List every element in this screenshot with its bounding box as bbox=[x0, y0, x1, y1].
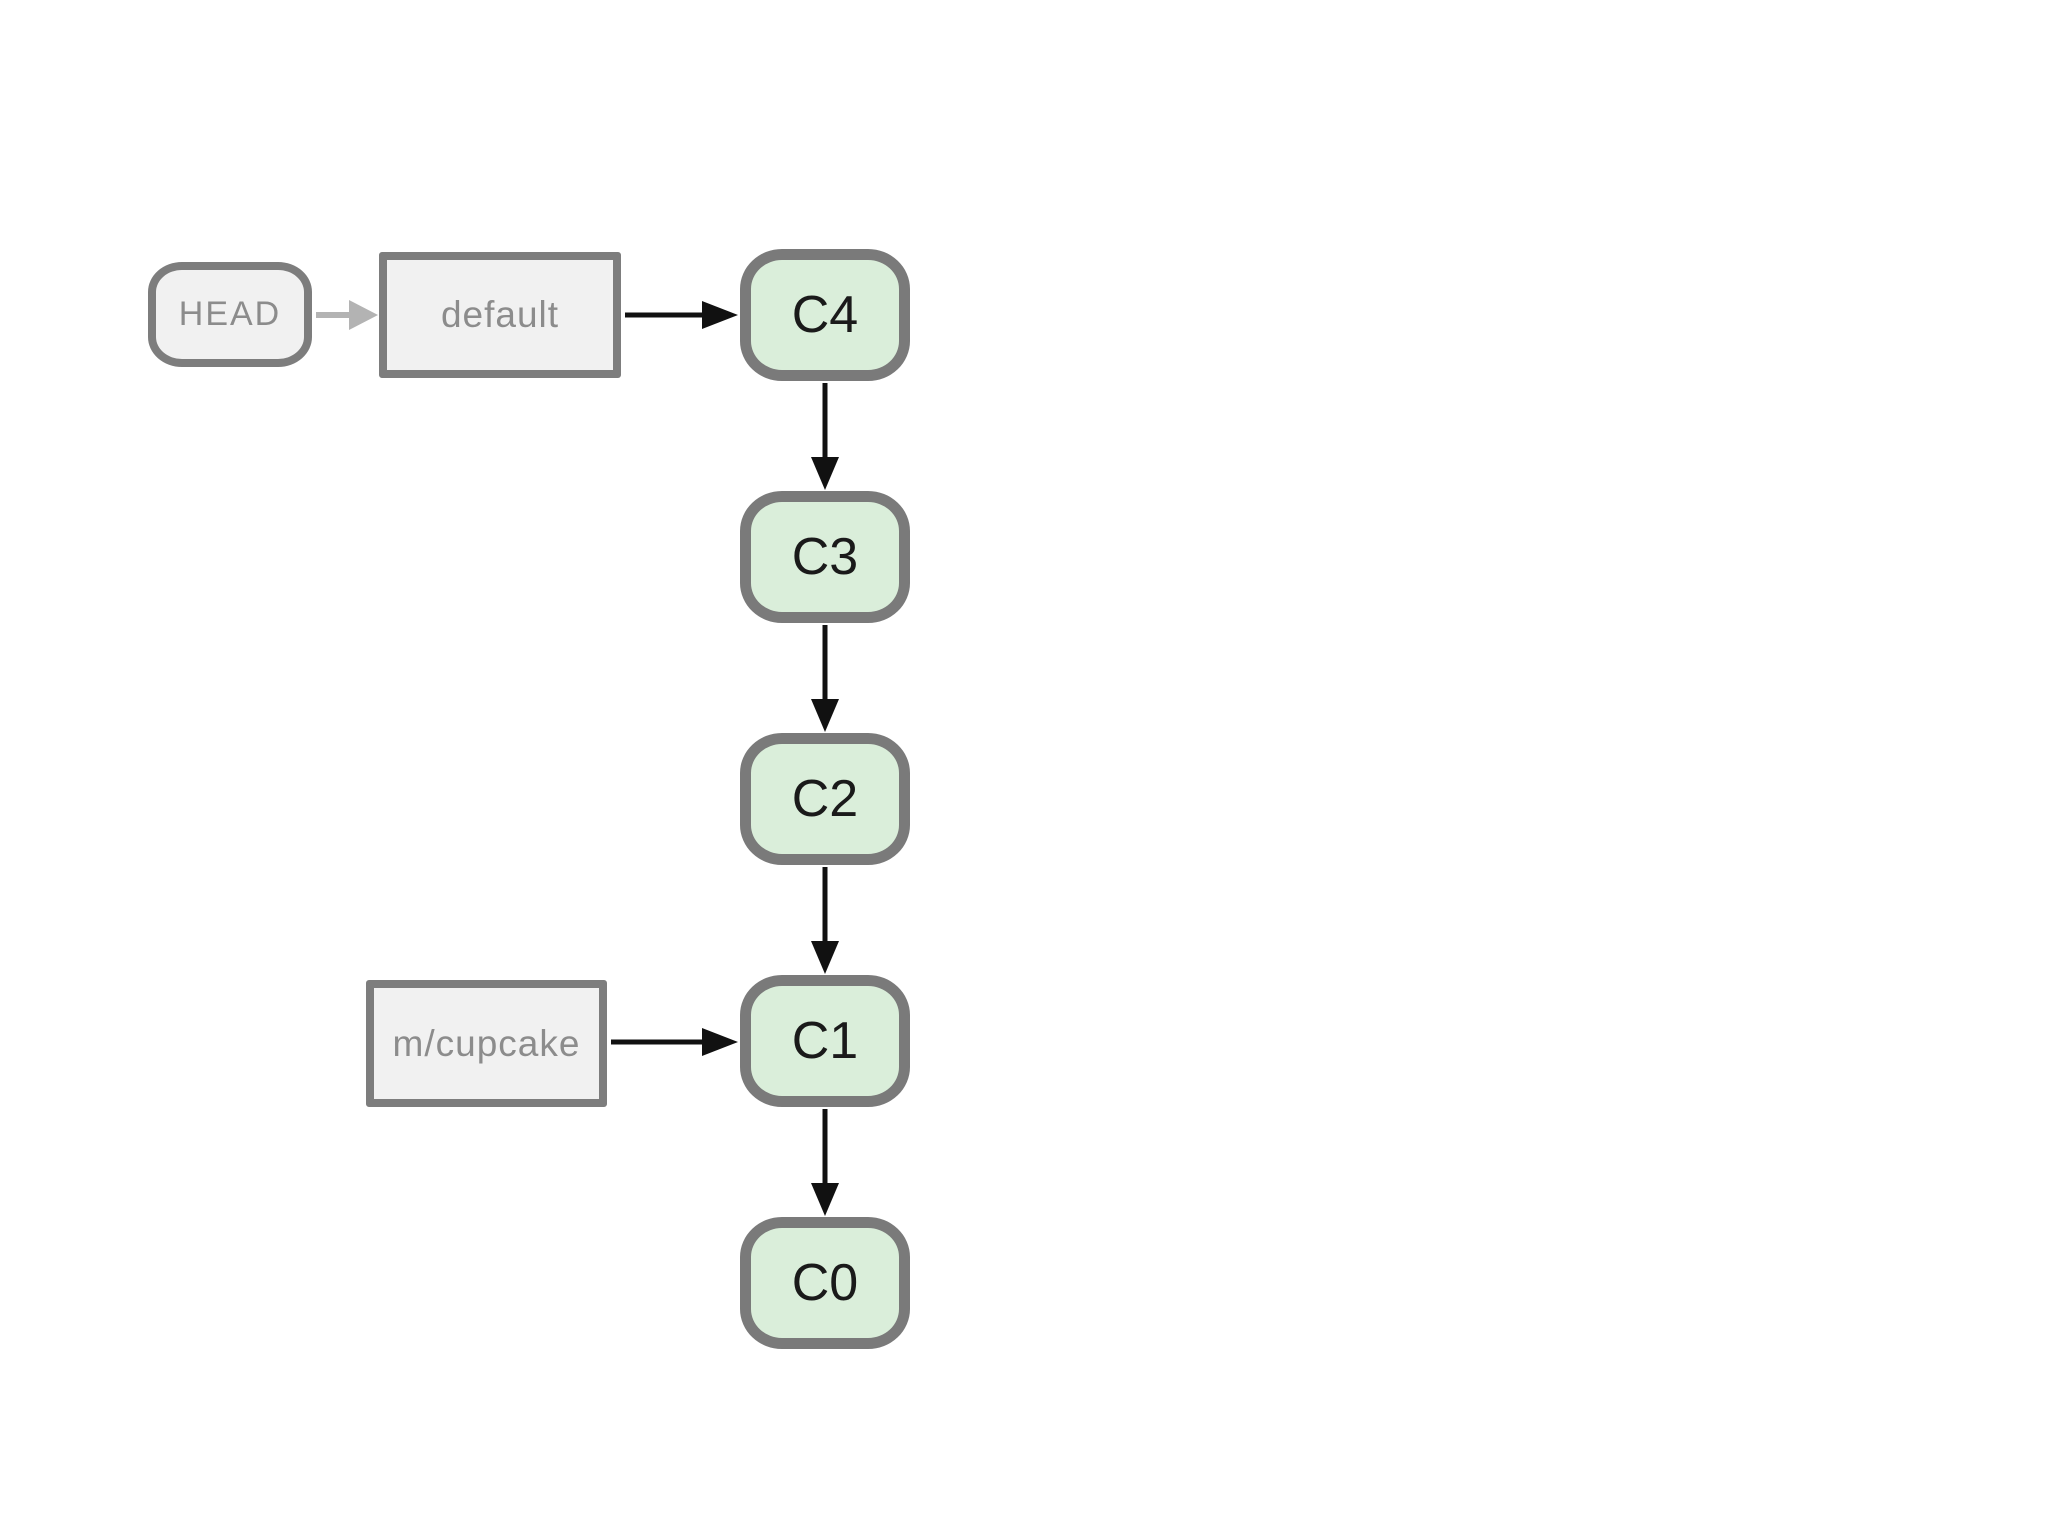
arrow-c1-to-c0 bbox=[811, 1109, 839, 1216]
branch-label: m/cupcake bbox=[392, 1022, 581, 1064]
arrow-cupcake-to-c1 bbox=[611, 1028, 738, 1056]
head-node: HEAD bbox=[148, 262, 312, 367]
branch-box-default: default bbox=[379, 252, 621, 378]
commit-label: C0 bbox=[791, 1254, 859, 1312]
commit-node-c0: C0 bbox=[740, 1217, 910, 1349]
arrow-c3-to-c2 bbox=[811, 625, 839, 732]
arrow-head-to-default bbox=[316, 300, 378, 330]
branch-box-m-cupcake: m/cupcake bbox=[366, 980, 607, 1107]
arrow-c4-to-c3 bbox=[811, 383, 839, 490]
commit-node-c3: C3 bbox=[740, 491, 910, 623]
arrow-c2-to-c1 bbox=[811, 867, 839, 974]
commit-label: C3 bbox=[791, 528, 859, 586]
commit-node-c4: C4 bbox=[740, 249, 910, 381]
head-label: HEAD bbox=[178, 295, 282, 333]
commit-label: C4 bbox=[791, 286, 859, 344]
commit-node-c1: C1 bbox=[740, 975, 910, 1107]
arrow-default-to-c4 bbox=[625, 301, 738, 329]
commit-label: C1 bbox=[791, 1012, 859, 1070]
commit-node-c2: C2 bbox=[740, 733, 910, 865]
branch-label: default bbox=[440, 294, 560, 335]
commit-label: C2 bbox=[791, 770, 859, 828]
